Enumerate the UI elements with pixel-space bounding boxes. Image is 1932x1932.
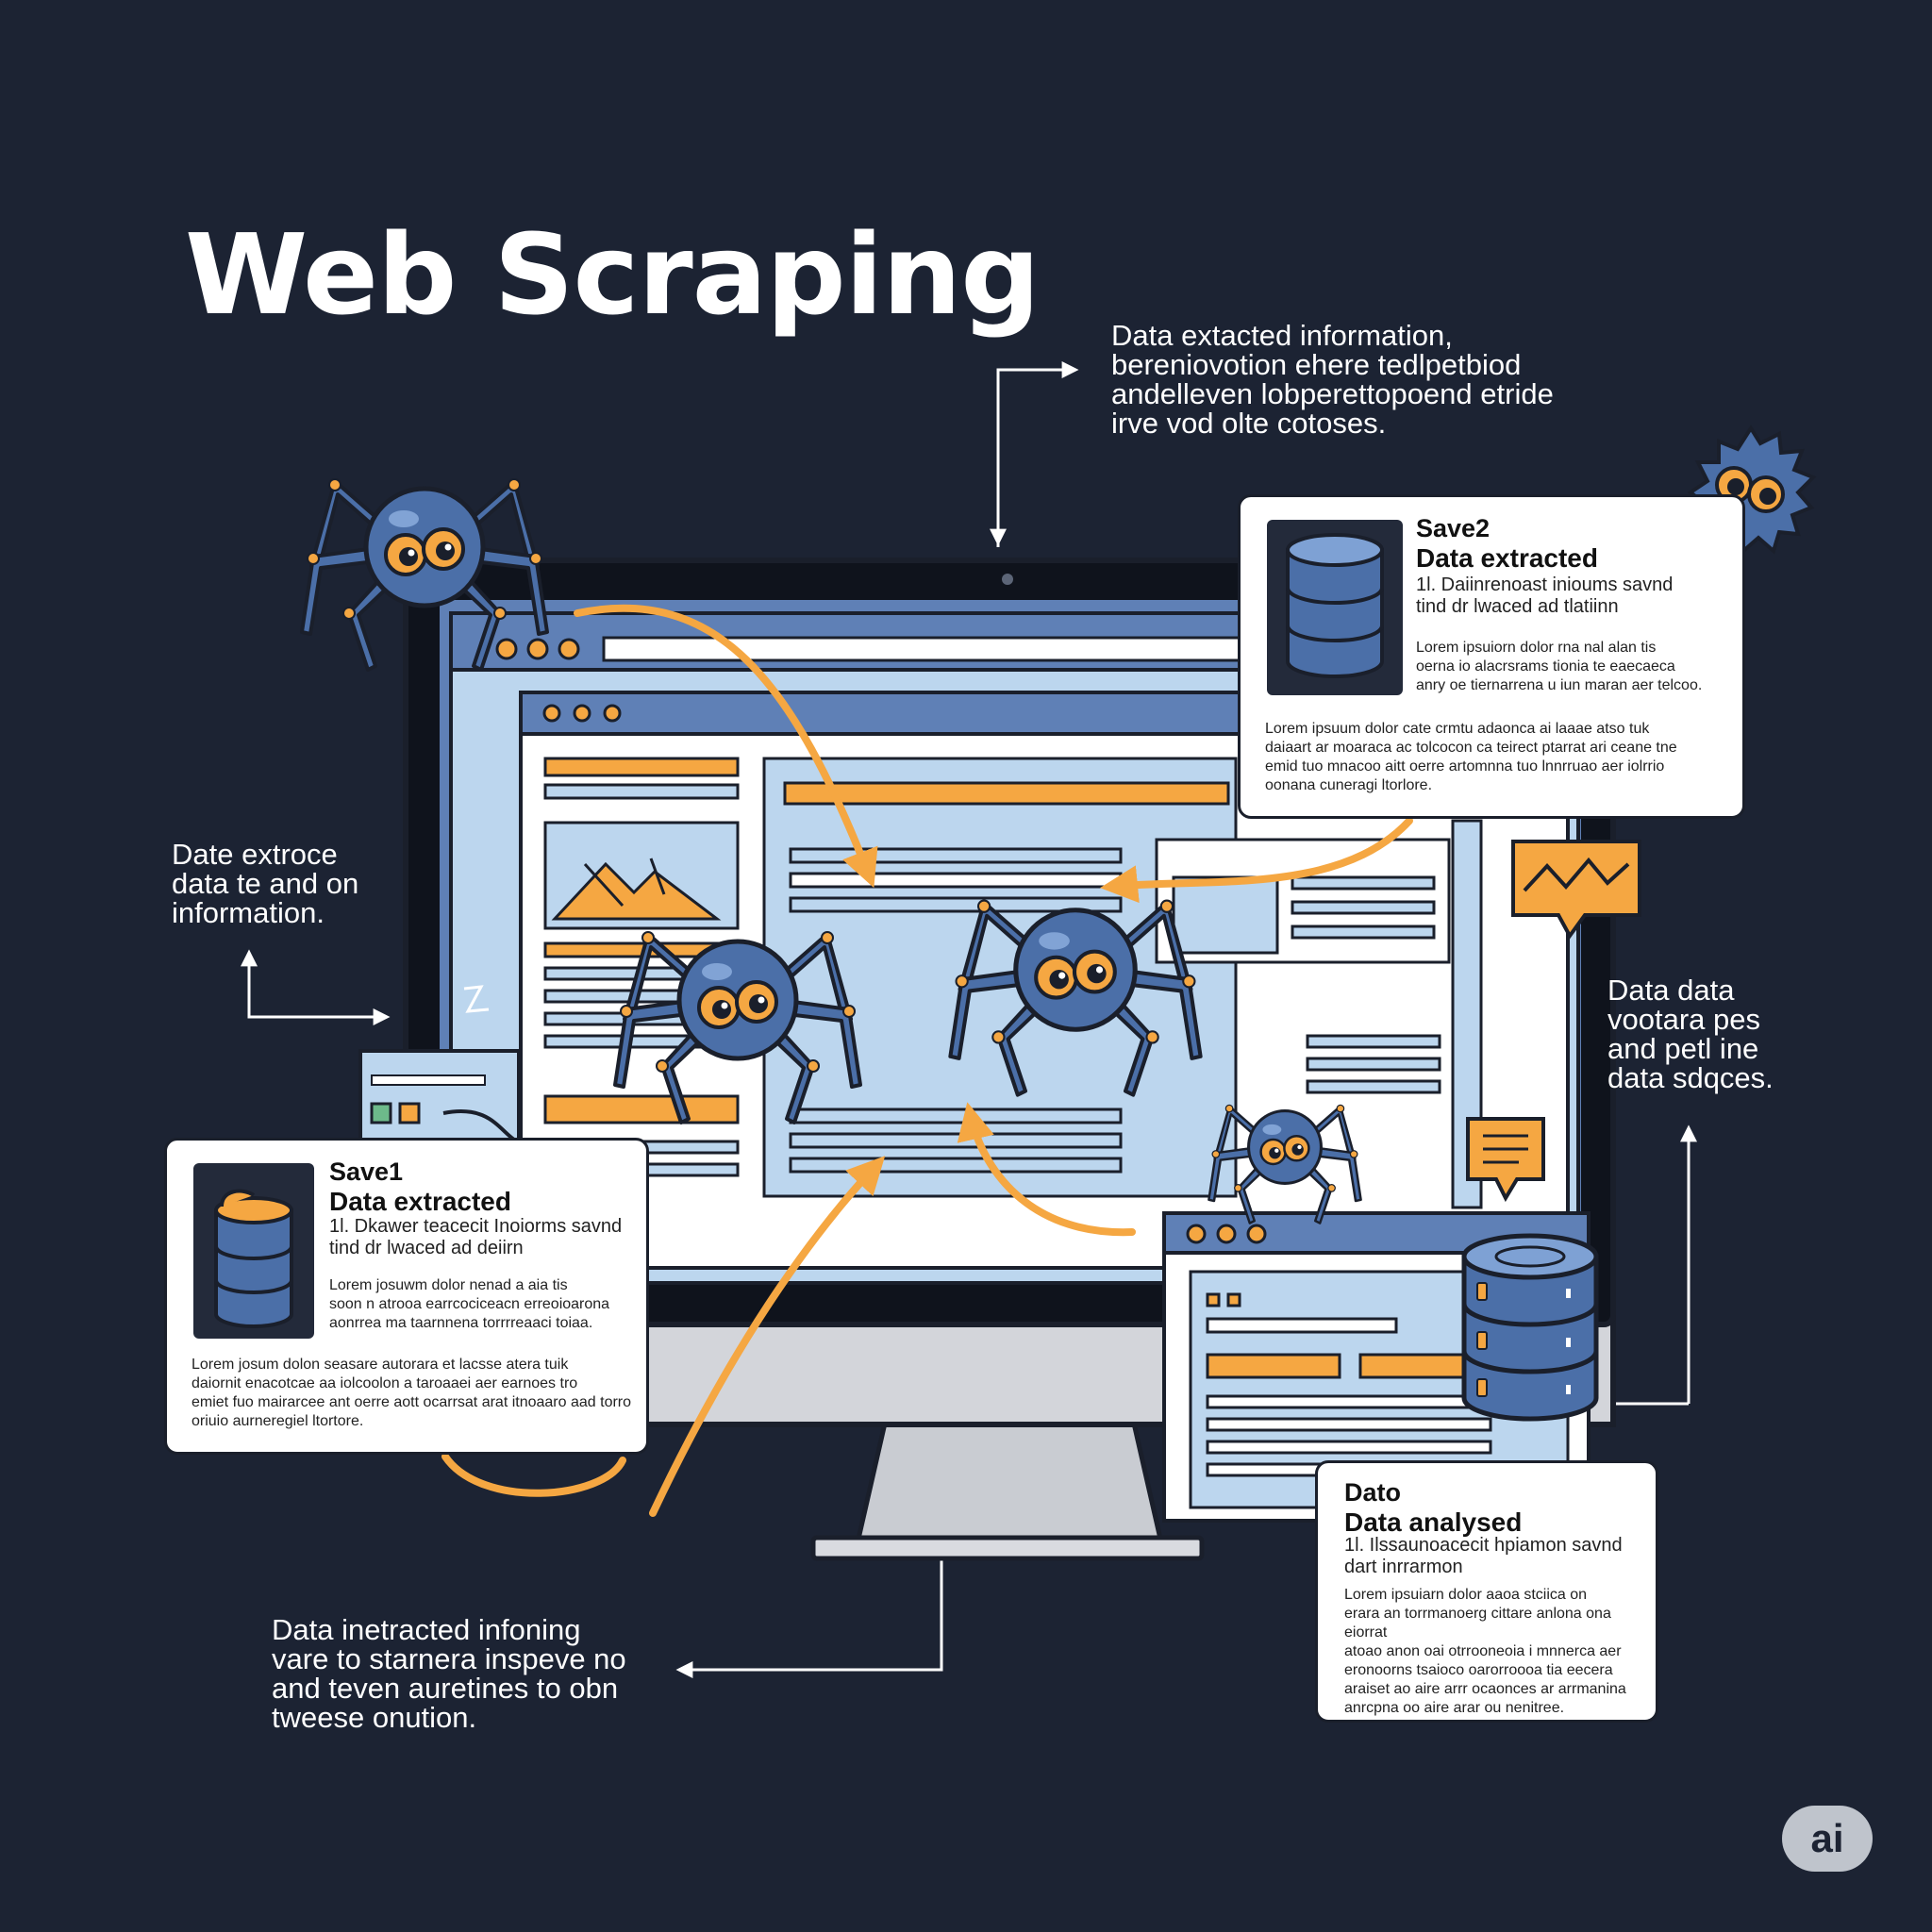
database-icon-box (1267, 520, 1403, 695)
page-right-column (1155, 819, 1483, 1209)
card-save1-line1: 1l. Dkawer teacecit Inoiorms savnd tind … (329, 1216, 623, 1258)
caption-left: Date extroce data te and on information. (172, 838, 359, 929)
chart-bubble-icon (1511, 840, 1641, 940)
connector-bottom (675, 1555, 943, 1678)
flow-arrows (441, 604, 1413, 1517)
monitor-stand (853, 1412, 1166, 1550)
ai-badge: ai (1782, 1806, 1873, 1872)
card-save1-heading: Save1 Data extracted (329, 1158, 511, 1217)
monitor-base (810, 1535, 1205, 1561)
card-save1: Save1 Data extracted 1l. Dkawer teacecit… (164, 1138, 649, 1455)
caption-right: Data data vootara pes and petl ine data … (1607, 974, 1774, 1094)
barrel-icon (214, 1189, 293, 1328)
card-analysed-name: Dato (1344, 1478, 1401, 1507)
card-save2-subtitle: Data extracted (1416, 543, 1598, 573)
card-save2-name: Save2 (1416, 514, 1491, 542)
card-save2: Save2 Data extracted 1l. Daiinrenoast in… (1238, 494, 1745, 819)
card-analysed-line1: 1l. Ilssaunoacecit hpiamon savnd dart in… (1344, 1535, 1623, 1577)
card-data-analysed: Dato Data analysed 1l. Ilssaunoacecit hp… (1315, 1460, 1658, 1723)
card-save1-paragraph: Lorem josum dolon seasare autorara et la… (192, 1357, 632, 1429)
card-save2-line1: 1l. Daiinrenoast inioums savnd tind dr l… (1416, 575, 1674, 617)
card-save2-inner-paragraph: Lorem ipsuiorn dolor rna nal alan tis oe… (1416, 640, 1703, 693)
connector-left (241, 949, 391, 1025)
card-save1-name: Save1 (329, 1158, 404, 1186)
card-save2-paragraph: Lorem ipsuum dolor cate crmtu adaonca ai… (1265, 721, 1677, 793)
caption-top-right: Data extacted information, bereniovotion… (1111, 319, 1554, 440)
card-analysed-subtitle: Data analysed (1344, 1507, 1523, 1537)
card-save2-heading: Save2 Data extracted (1416, 514, 1598, 574)
card-save1-subtitle: Data extracted (329, 1187, 511, 1216)
page-title: Web Scraping (185, 209, 1041, 340)
webcam (1002, 574, 1013, 585)
connector-top (990, 361, 1079, 547)
caption-bottom: Data inetracted infoning vare to starner… (272, 1613, 626, 1734)
database-icon (1464, 1236, 1596, 1419)
message-bubble-icon (1466, 1117, 1545, 1203)
card-analysed-paragraph: Lorem ipsuiarn dolor aaoa stciica on era… (1344, 1587, 1626, 1716)
database-icon (1286, 533, 1384, 678)
card-analysed-heading: Dato Data analysed (1344, 1478, 1522, 1538)
card-save1-inner-paragraph: Lorem josuwm dolor nenad a aia tis soon … (329, 1277, 610, 1331)
database-icon-box (193, 1163, 314, 1339)
